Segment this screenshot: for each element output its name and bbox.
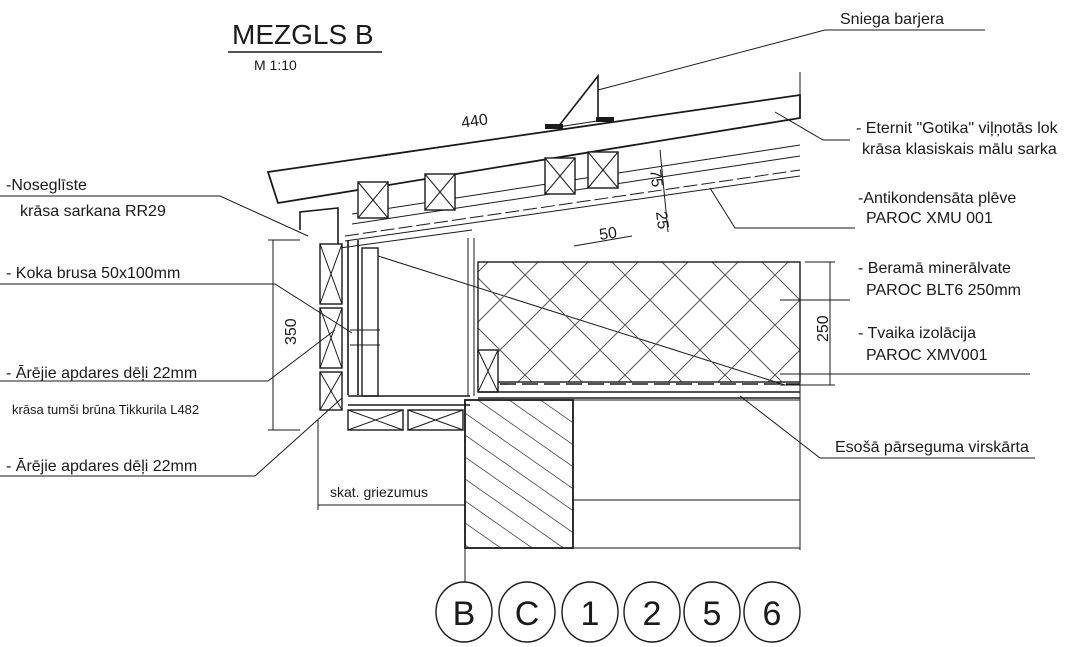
grid-bubble-1-text: 1 [581,595,600,633]
label-vapour-1: - Tvaika izolācija [858,325,976,342]
see-section-text: skat. griezumus [330,484,428,500]
roof-covering [266,93,801,242]
grid-bubble-c-text: C [515,595,540,633]
dimension-350: 350 [268,239,300,431]
label-wood-beam: - Koka brusa 50x100mm [6,265,180,282]
label-roof-sheet-1: - Eternit "Gotika" viļņotās lok [856,120,1059,137]
dim-250-text: 250 [815,315,832,342]
label-mineral-2: PAROC BLT6 250mm [866,282,1021,299]
drawing-title: MEZGLS B [232,19,374,50]
label-cladding-2: - Ārējie apdares dēļi 22mm [6,457,197,475]
label-snow-barrier: Sniega barjera [840,11,944,28]
mineral-wool-insulation [477,261,801,399]
grid-bubble-1 [561,581,619,643]
label-mineral-1: - Beramā minerālvate [858,260,1011,277]
grid-bubble-5 [683,581,741,643]
leader-lines [0,29,1035,477]
dimension-250: 250 [780,261,835,386]
grid-bubble-6 [743,581,801,643]
grid-bubble-c [498,581,556,643]
dimension-440: 440 [367,111,599,159]
existing-wall [464,262,801,550]
dim-440-text: 440 [460,111,489,132]
label-flashing-1: -Noseglīste [6,177,87,194]
see-section-dimension: skat. griezumus [317,400,466,590]
grid-bubble-b-text: B [453,595,476,633]
grid-bubble-6-text: 6 [763,595,782,633]
roof-battens [357,151,619,219]
grid-bubble-2-text: 2 [643,595,662,633]
label-flashing-2: krāsa sarkana RR29 [20,203,166,220]
dim-50-text: 50 [598,225,618,244]
label-cladding-1: - Ārējie apdares dēļi 22mm [6,364,197,382]
dimension-50: 50 [573,225,633,247]
grid-bubble-2 [623,581,681,643]
dim-75-text: 75 [646,168,665,188]
grid-bubble-5-text: 5 [703,595,722,633]
grid-bubble-b [435,581,493,643]
drawing-scale: M 1:10 [254,57,297,73]
label-roof-sheet-2: krāsa klasiskais mālu sarka [862,141,1057,158]
label-anticond-2: PAROC XMU 001 [866,210,993,227]
dim-350-text: 350 [283,318,300,345]
label-vapour-2: PAROC XMV001 [866,347,988,364]
grid-bubbles: B C 1 2 5 6 [435,581,801,643]
dimension-75-25: 75 25 [646,149,671,233]
dim-25-text: 25 [652,210,671,230]
label-existing-slab: Esošā pārseguma virskārta [835,439,1029,456]
label-cladding-color: krāsa tumši brūna Tikkurila L482 [12,402,199,417]
snow-barrier [545,73,614,129]
label-anticond-1: -Antikondensāta plēve [858,190,1016,207]
